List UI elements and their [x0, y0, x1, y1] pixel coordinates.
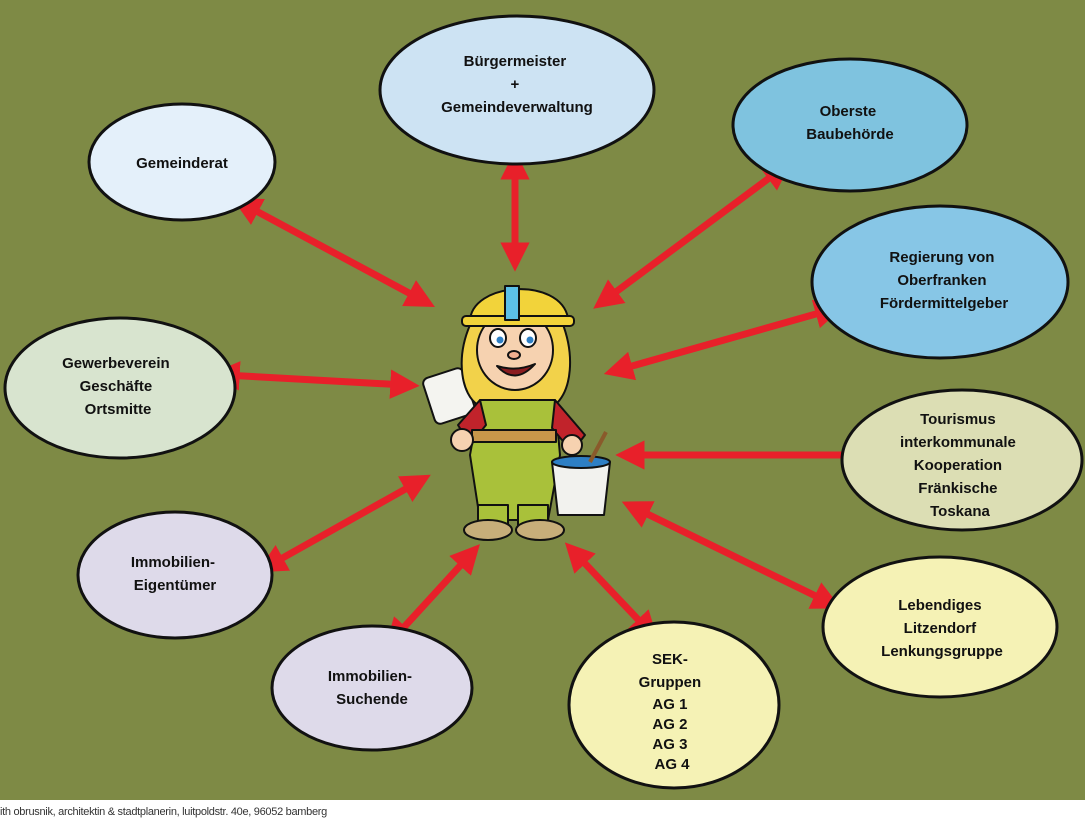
node-gewerbe-line-1: Gewerbeverein [62, 355, 170, 372]
node-regierung-line-2: Oberfranken [897, 272, 986, 289]
node-gemeinderat-shape [87, 102, 277, 222]
stakeholder-diagram: Bürgermeister + Gemeindeverwaltung Gemei… [3, 14, 1084, 790]
arrow-sek [564, 542, 659, 641]
arrow-gemeinderat [232, 198, 435, 307]
node-lebendiges: Lebendiges Litzendorf Lenkungsgruppe [821, 555, 1059, 699]
arrow-oberste [593, 161, 792, 309]
node-buergermeister-shape [378, 14, 656, 166]
node-gewerbe: Gewerbeverein Geschäfte Ortsmitte [3, 316, 237, 460]
node-suchende-shape [270, 624, 474, 752]
node-sek-line-6: AG 4 [654, 756, 690, 773]
node-buergermeister-line-3: Gemeindeverwaltung [441, 99, 593, 116]
node-suchende-line-1: Immobilien- [328, 668, 412, 685]
arrow-suchende [385, 544, 480, 648]
node-lebendiges-shape [821, 555, 1059, 699]
node-sek-line-5: AG 3 [652, 736, 687, 753]
node-sek-shape [567, 620, 781, 790]
node-eigentuemer: Immobilien- Eigentümer [76, 510, 274, 640]
node-buergermeister: Bürgermeister + Gemeindeverwaltung [378, 14, 656, 166]
node-buergermeister-line-1: Bürgermeister [464, 53, 567, 70]
node-tourismus-label: Tourismus interkommunale Kooperation Frä… [900, 411, 1020, 520]
node-tourismus-line-3: Kooperation [914, 457, 1002, 474]
node-tourismus-shape [840, 388, 1084, 532]
node-oberste-shape [731, 57, 969, 193]
node-eigentuemer-line-2: Eigentümer [134, 577, 217, 594]
node-sek-line-3: AG 1 [652, 696, 687, 713]
node-gewerbe-line-3: Ortsmitte [85, 401, 152, 418]
node-gemeinderat-label: Gemeinderat [136, 155, 228, 172]
node-sek-line-4: AG 2 [652, 716, 687, 733]
node-gewerbe-line-2: Geschäfte [80, 378, 153, 395]
node-eigentuemer-line-1: Immobilien- [131, 554, 215, 571]
node-gemeinderat-line-1: Gemeinderat [136, 155, 228, 172]
arrow-gewerbe [210, 361, 420, 399]
arrow-eigentuemer [257, 474, 431, 573]
node-gemeinderat: Gemeinderat [87, 102, 277, 222]
node-tourismus-line-2: interkommunale [900, 434, 1016, 451]
node-eigentuemer-shape [76, 510, 274, 640]
footer-credit: ith obrusnik, architektin & stadtplaneri… [0, 806, 327, 818]
node-tourismus-line-4: Fränkische [918, 480, 997, 497]
node-suchende-line-2: Suchende [336, 691, 408, 708]
arrows-group [210, 150, 875, 648]
arrow-lebendiges [621, 501, 842, 609]
node-tourismus: Tourismus interkommunale Kooperation Frä… [840, 388, 1084, 532]
node-oberste-line-1: Oberste [820, 103, 877, 120]
node-buergermeister-label: Bürgermeister + Gemeindeverwaltung [441, 53, 593, 116]
node-oberste-line-2: Baubehörde [806, 126, 894, 143]
builder-figure-illustration [422, 285, 611, 541]
node-oberste-label: Oberste Baubehörde [806, 103, 894, 143]
stakeholder-nodes: Bürgermeister + Gemeindeverwaltung Gemei… [3, 14, 1084, 790]
node-lebendiges-line-1: Lebendiges [898, 597, 981, 614]
node-suchende: Immobilien- Suchende [270, 624, 474, 752]
node-sek-line-1: SEK- [652, 651, 688, 668]
node-regierung-label: Regierung von Oberfranken Fördermittelge… [880, 249, 1009, 312]
node-regierung-line-1: Regierung von [889, 249, 994, 266]
node-sek: SEK- Gruppen AG 1 AG 2 AG 3 AG 4 [567, 620, 781, 790]
footer-strip [0, 800, 1085, 833]
node-regierung-line-3: Fördermittelgeber [880, 295, 1009, 312]
node-lebendiges-line-3: Lenkungsgruppe [881, 643, 1003, 660]
node-buergermeister-line-2: + [511, 76, 520, 93]
node-lebendiges-line-2: Litzendorf [904, 620, 977, 637]
node-tourismus-line-5: Toskana [930, 503, 990, 520]
node-sek-line-2: Gruppen [639, 674, 702, 691]
node-eigentuemer-label: Immobilien- Eigentümer [131, 554, 219, 594]
arrow-regierung [603, 299, 845, 381]
node-oberste: Oberste Baubehörde [731, 57, 969, 193]
node-lebendiges-label: Lebendiges Litzendorf Lenkungsgruppe [881, 597, 1003, 660]
node-gewerbe-shape [3, 316, 237, 460]
node-regierung: Regierung von Oberfranken Fördermittelge… [810, 204, 1070, 360]
node-sek-label: SEK- Gruppen AG 1 AG 2 AG 3 AG 4 [639, 651, 706, 773]
node-regierung-shape [810, 204, 1070, 360]
node-suchende-label: Immobilien- Suchende [328, 668, 416, 708]
node-gewerbe-label: Gewerbeverein Geschäfte Ortsmitte [62, 355, 174, 418]
node-tourismus-line-1: Tourismus [920, 411, 996, 428]
